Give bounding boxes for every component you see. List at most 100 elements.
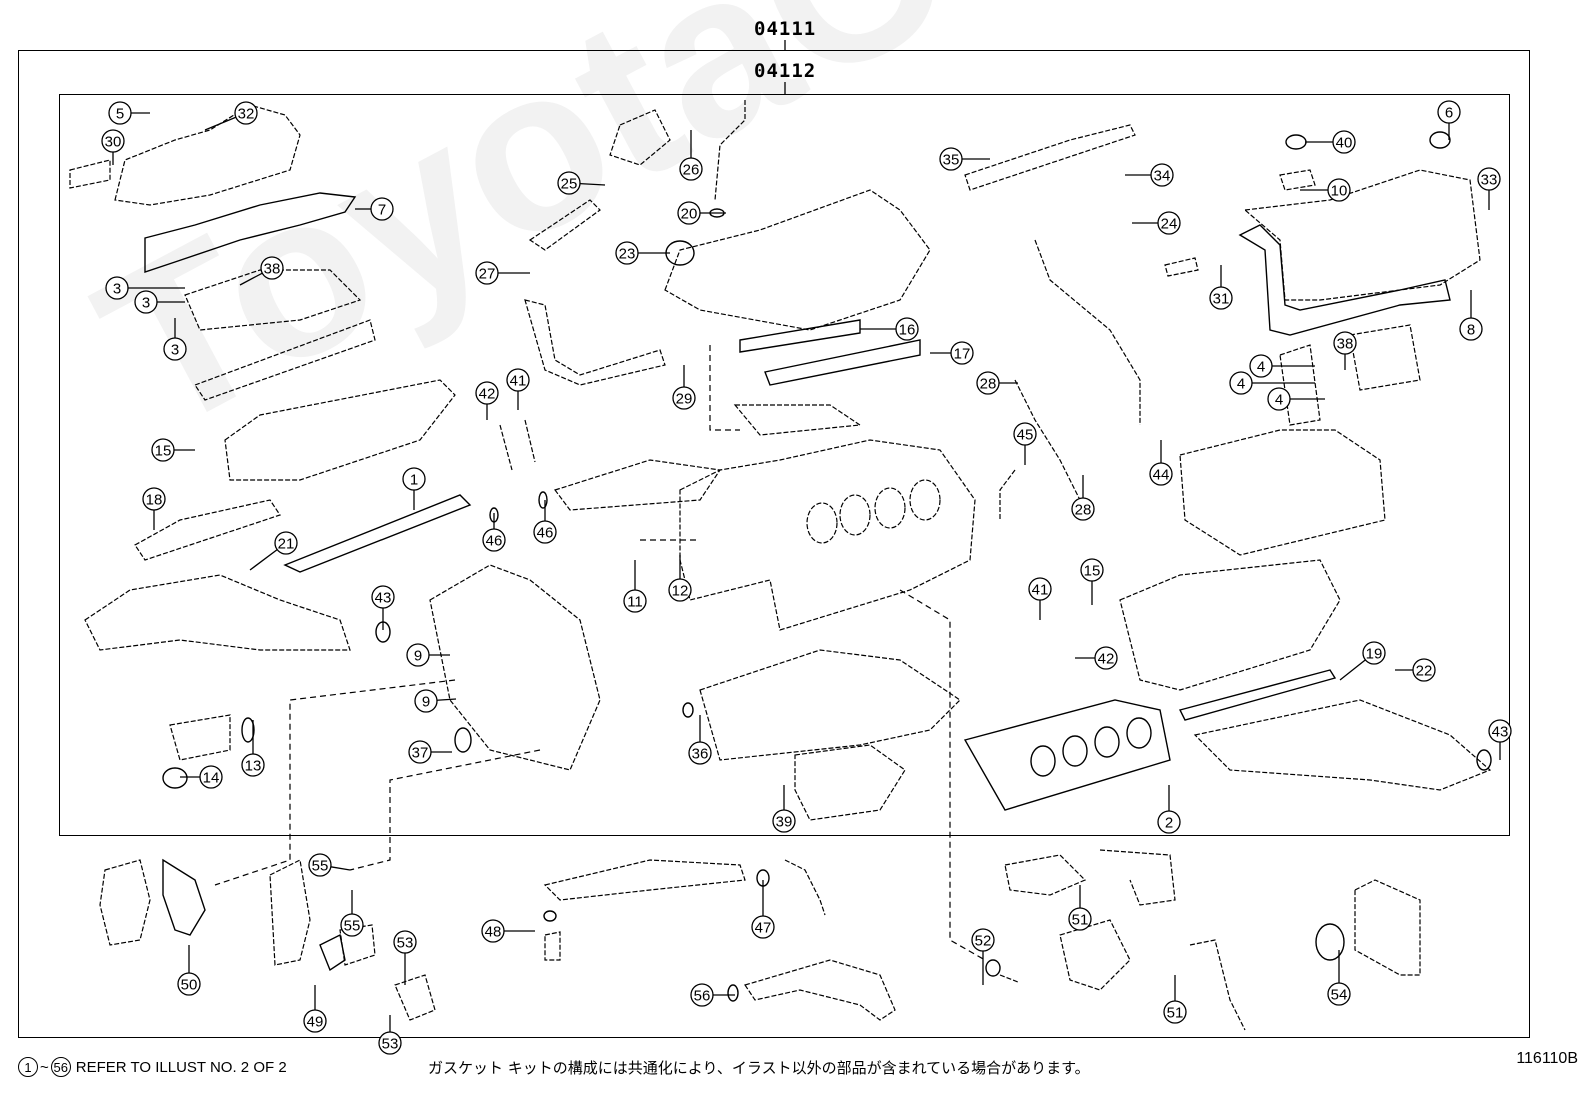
callout-55[interactable]: 55 [308,853,351,877]
callout-44[interactable]: 44 [1149,440,1173,486]
callout-39[interactable]: 39 [772,785,796,833]
callout-43[interactable]: 43 [371,585,395,630]
gasket-48 [543,910,557,922]
callout-53[interactable]: 53 [393,930,417,985]
callout-48[interactable]: 48 [481,919,535,943]
callout-23[interactable]: 23 [615,241,670,265]
callout-number: 45 [1017,427,1034,444]
callout-24[interactable]: 24 [1132,211,1181,235]
callout-21[interactable]: 21 [249,531,298,571]
cam-housing-left [184,269,362,331]
callout-18[interactable]: 18 [142,487,166,530]
callout-45[interactable]: 45 [1013,422,1037,465]
callout-7[interactable]: 7 [355,197,394,221]
callout-51[interactable]: 51 [1163,975,1187,1024]
callout-3[interactable]: 3 [105,276,185,300]
callout-51[interactable]: 51 [1068,885,1092,931]
callout-19[interactable]: 19 [1339,641,1386,681]
sensor-47 [784,859,826,916]
callout-number: 46 [537,525,554,542]
callout-3[interactable]: 3 [163,318,187,361]
callout-circle [482,528,506,552]
callout-37[interactable]: 37 [408,740,452,764]
callout-12[interactable]: 12 [668,555,692,602]
callout-9[interactable]: 9 [406,643,450,667]
callout-15[interactable]: 15 [151,438,195,462]
callout-42[interactable]: 42 [1075,646,1118,670]
callout-8[interactable]: 8 [1459,290,1483,341]
water-outlet-center [733,404,862,436]
callout-54[interactable]: 54 [1327,950,1351,1006]
callout-22[interactable]: 22 [1395,658,1436,682]
callout-43[interactable]: 43 [1488,719,1512,760]
callout-14[interactable]: 14 [180,765,223,789]
callout-20[interactable]: 20 [677,201,726,225]
callout-circle [971,928,995,952]
callout-46[interactable]: 46 [533,500,557,544]
callout-41[interactable]: 41 [506,368,530,410]
callout-40[interactable]: 40 [1305,130,1356,154]
callout-42[interactable]: 42 [475,381,499,420]
callout-15[interactable]: 15 [1080,558,1104,605]
callout-circle [241,753,265,777]
callout-5[interactable]: 5 [108,101,150,125]
callout-49[interactable]: 49 [303,985,327,1033]
o-ring-36 [682,702,694,718]
callout-circle [370,197,394,221]
callout-17[interactable]: 17 [930,341,974,365]
callout-number: 53 [382,1036,399,1053]
callout-circle [134,290,158,314]
range-end-callout: 56 [50,1057,71,1077]
callout-52[interactable]: 52 [971,928,995,985]
callout-46[interactable]: 46 [482,513,506,552]
callout-2[interactable]: 2 [1157,785,1181,834]
callout-4[interactable]: 4 [1229,371,1315,395]
callout-9[interactable]: 9 [414,689,457,713]
callout-16[interactable]: 16 [860,317,919,341]
outer-assembly-frame [18,50,1530,1038]
callout-circle [260,256,284,280]
callout-number: 43 [1492,724,1509,741]
water-bypass-pipe [528,199,601,251]
callout-circle [406,643,430,667]
callout-38[interactable]: 38 [1333,331,1357,370]
callout-number: 9 [414,648,422,665]
callout-circle [340,913,364,937]
callout-circle [414,689,438,713]
callout-4[interactable]: 4 [1249,354,1315,378]
callout-number: 51 [1072,912,1089,929]
callout-circle [274,531,298,555]
callout-47[interactable]: 47 [751,880,775,939]
callout-36[interactable]: 36 [688,715,712,765]
callout-56[interactable]: 56 [690,983,735,1007]
callout-35[interactable]: 35 [939,147,990,171]
callout-53[interactable]: 53 [378,1015,402,1055]
callout-30[interactable]: 30 [101,129,125,165]
callout-circle [481,919,505,943]
callout-25[interactable]: 25 [557,171,606,195]
callout-27[interactable]: 27 [475,261,530,285]
callout-6[interactable]: 6 [1437,100,1461,140]
callout-number: 4 [1237,376,1245,393]
callout-38[interactable]: 38 [239,256,284,286]
callout-55[interactable]: 55 [340,890,364,937]
cam-cap-set [1279,344,1321,426]
callout-number: 14 [203,770,220,787]
callout-10[interactable]: 10 [1300,178,1351,202]
callout-33[interactable]: 33 [1477,167,1501,210]
callout-1[interactable]: 1 [402,467,426,510]
callout-26[interactable]: 26 [679,130,703,181]
callout-13[interactable]: 13 [241,720,265,777]
callout-4[interactable]: 4 [1267,387,1325,411]
callout-number: 35 [943,152,960,169]
callout-31[interactable]: 31 [1209,265,1233,310]
callout-11[interactable]: 11 [623,560,647,613]
callout-34[interactable]: 34 [1125,163,1174,187]
callout-41[interactable]: 41 [1028,577,1052,620]
callout-32[interactable]: 32 [204,101,258,131]
callout-50[interactable]: 50 [177,945,201,996]
callout-29[interactable]: 29 [672,365,696,410]
callout-28[interactable]: 28 [1071,475,1095,521]
callout-28[interactable]: 28 [976,371,1018,395]
callout-3[interactable]: 3 [134,290,185,314]
